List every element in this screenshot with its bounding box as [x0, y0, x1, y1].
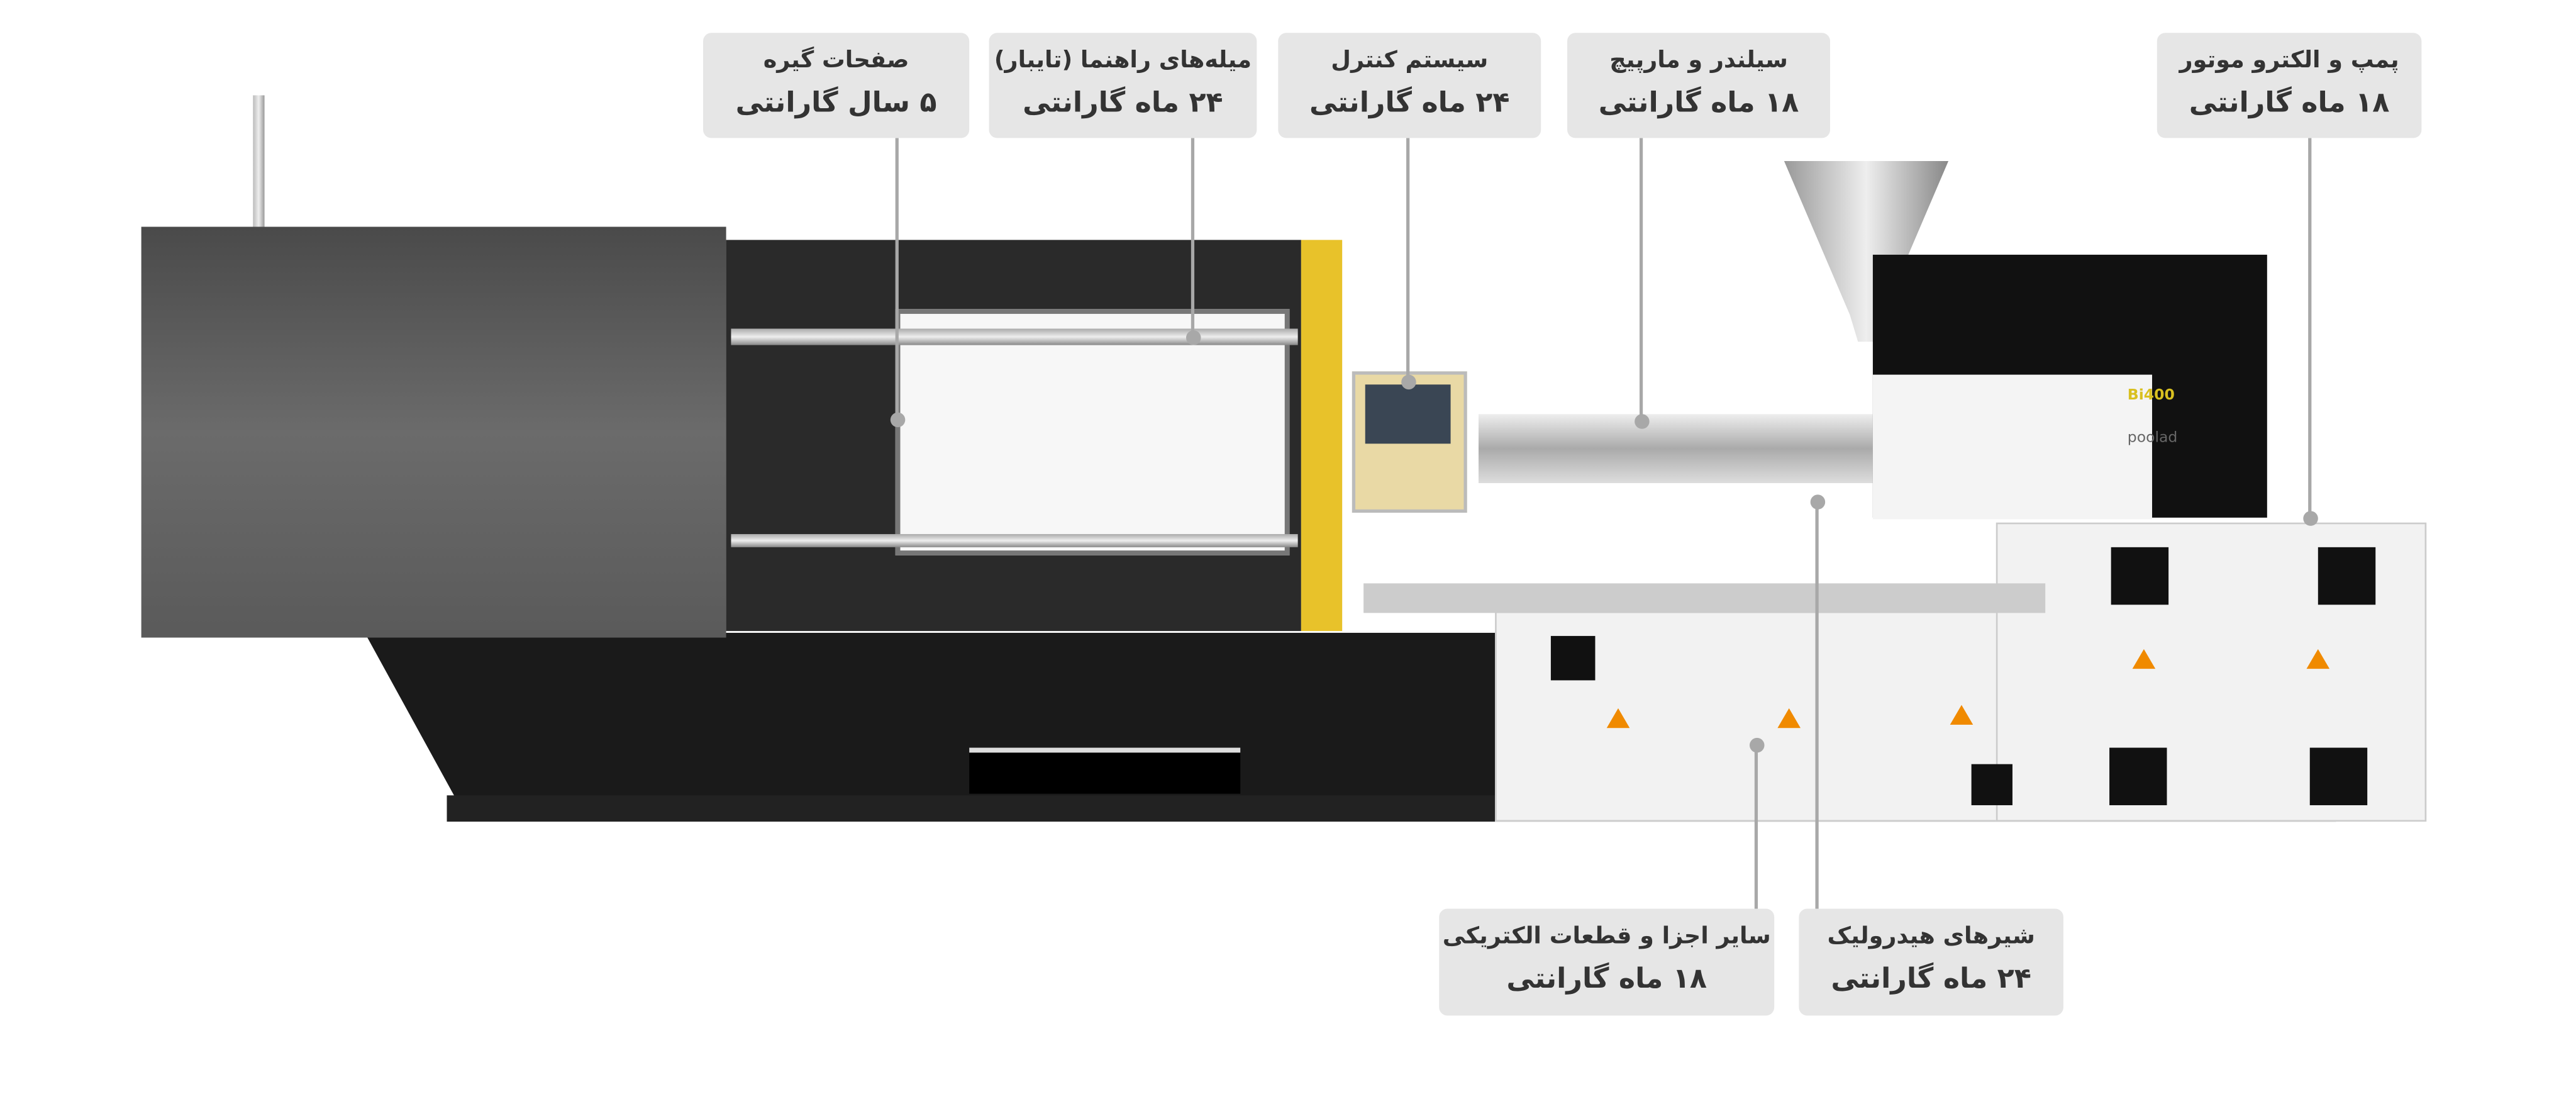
warning-icon: [1950, 705, 1974, 725]
leader-line: [1191, 138, 1195, 337]
vent: [2109, 747, 2167, 805]
warning-icon: [1606, 708, 1630, 728]
warning-icon: [1777, 708, 1801, 728]
injection-cover: Bi400 poolad: [1872, 374, 2177, 520]
label-title: صفحات گیره: [763, 47, 909, 74]
label-cylinder-screw: سیلندر و مارپیچ ۱۸ ماه گارانتی: [1567, 33, 1830, 138]
warning-icon: [2306, 649, 2330, 669]
leader-line: [895, 138, 899, 420]
vent: [2318, 547, 2376, 605]
label-electrical-parts: سایر اجزا و قطعات الکتریکی ۱۸ ماه گارانت…: [1439, 908, 1775, 1016]
label-warranty: ۲۴ ماه گارانتی: [1831, 963, 2031, 996]
tie-bar: [731, 328, 1298, 345]
label-control-system: سیستم کنترل ۲۴ ماه گارانتی: [1278, 33, 1541, 138]
yellow-plate: [1301, 240, 1343, 632]
control-screen: [1365, 384, 1451, 444]
control-panel: [1352, 371, 1467, 513]
label-warranty: ۱۸ ماه گارانتی: [1598, 87, 1799, 120]
label-warranty: ۵ سال گارانتی: [735, 87, 937, 120]
leader-line: [1815, 501, 1819, 909]
label-title: میله‌های راهنما (تایبار): [994, 47, 1252, 74]
leader-dot: [890, 412, 906, 428]
signal-tower: [253, 95, 265, 230]
leader-line: [1754, 744, 1758, 909]
mold-window: [895, 309, 1290, 555]
warning-icon: [2132, 649, 2156, 669]
label-pump-motor: پمپ و الکترو موتور ۱۸ ماه گارانتی: [2157, 33, 2422, 138]
leader-dot: [1186, 330, 1201, 345]
vent: [1550, 635, 1596, 681]
leader-line: [2308, 138, 2312, 518]
leader-line: [1406, 138, 1410, 382]
label-warranty: ۱۸ ماه گارانتی: [2189, 87, 2390, 120]
deck: [1363, 583, 2046, 613]
leader-dot: [1810, 494, 1826, 510]
leader-line: [1639, 138, 1643, 421]
vent: [2309, 747, 2368, 805]
clamp-guard: [141, 226, 726, 638]
label-warranty: ۲۴ ماه گارانتی: [1023, 87, 1223, 120]
label-warranty: ۱۸ ماه گارانتی: [1506, 963, 1707, 996]
vent: [1971, 764, 2012, 805]
label-clamp-plates: صفحات گیره ۵ سال گارانتی: [703, 33, 970, 138]
label-tie-bars: میله‌های راهنما (تایبار) ۲۴ ماه گارانتی: [989, 33, 1257, 138]
brand-label: poolad: [2127, 430, 2178, 447]
base-frame: [364, 632, 1515, 801]
vent: [2111, 547, 2169, 605]
label-title: پمپ و الکترو موتور: [2179, 47, 2399, 74]
model-label: Bi400: [2127, 388, 2175, 405]
tie-bar: [731, 533, 1298, 547]
label-hydraulic-valves: شیرهای هیدرولیک ۲۴ ماه گارانتی: [1799, 908, 2063, 1016]
leader-dot: [1749, 737, 1765, 753]
label-warranty: ۲۴ ماه گارانتی: [1309, 87, 1510, 120]
label-title: سیستم کنترل: [1331, 47, 1489, 74]
label-title: شیرهای هیدرولیک: [1827, 923, 2035, 950]
base-slot: [969, 747, 1241, 794]
label-title: سیلندر و مارپیچ: [1609, 47, 1788, 74]
leader-dot: [1635, 414, 1650, 429]
label-title: سایر اجزا و قطعات الکتریکی: [1442, 923, 1771, 950]
barrel: [1478, 414, 1873, 483]
leader-dot: [2303, 511, 2318, 526]
leader-dot: [1401, 374, 1416, 390]
